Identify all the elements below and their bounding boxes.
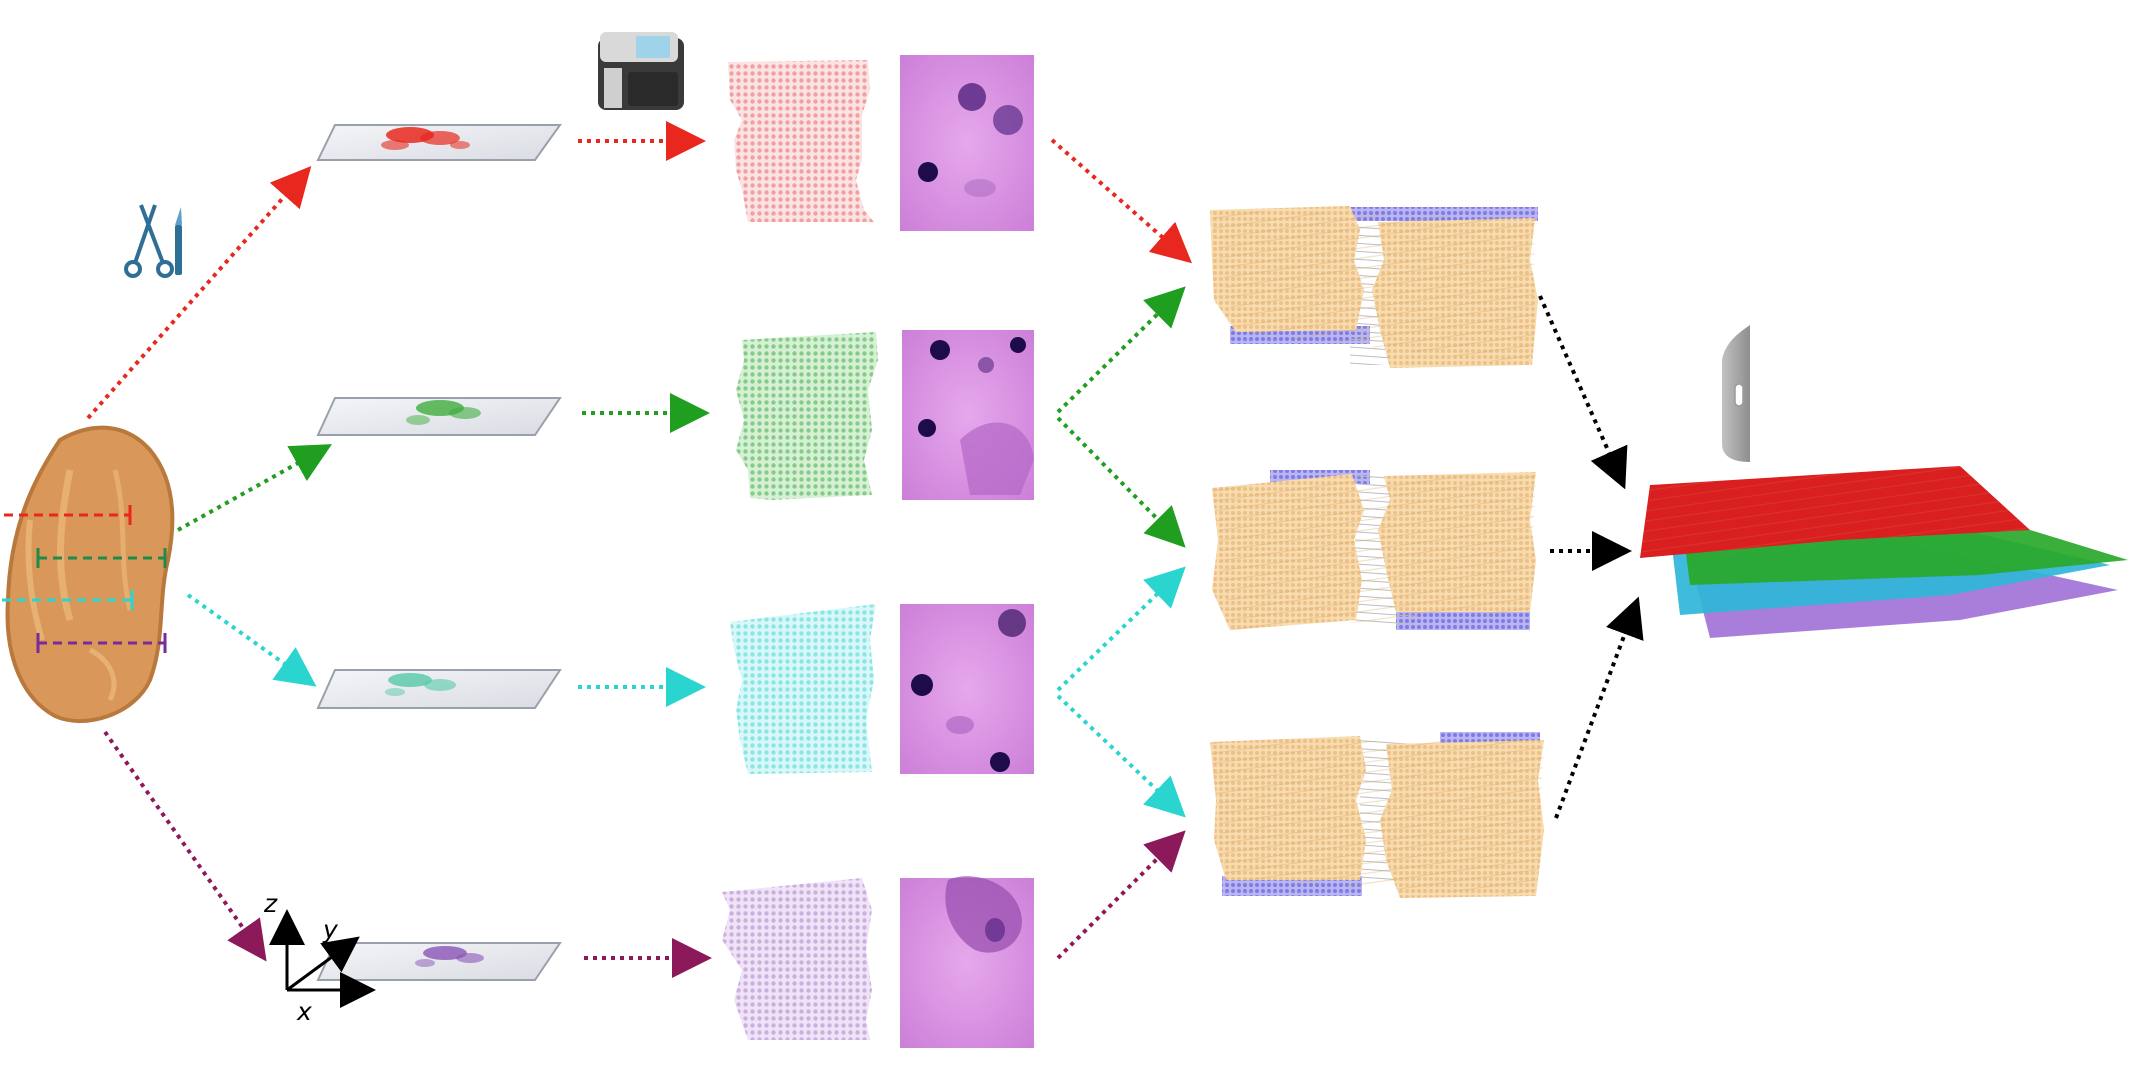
spot-map-green (736, 332, 878, 500)
he-image-3 (900, 604, 1034, 774)
axis-label-y: y (322, 915, 339, 944)
slide-4 (316, 942, 562, 981)
alignment-2-3 (1212, 470, 1536, 630)
spot-map-red (728, 60, 874, 222)
arrow-tissue-to-slide-2 (177, 444, 332, 532)
arrow-cyan-to-align-3 (1056, 694, 1186, 818)
stacked-3d-reconstruction (1640, 466, 2128, 638)
slide-3 (316, 669, 562, 709)
arrow-align-3-to-stack (1554, 596, 1644, 819)
arrow-tissue-to-slide-4 (103, 730, 267, 962)
he-image-2 (902, 330, 1034, 500)
slide-1-tissue (381, 127, 470, 150)
coordinate-axes: z y x (263, 889, 376, 1026)
sequencer-icon (598, 32, 684, 110)
axis-label-z: z (263, 889, 278, 918)
arrow-tissue-to-slide-3 (186, 593, 317, 687)
arrow-tissue-to-slide-1 (86, 166, 312, 420)
scissors-scalpel-icon (124, 204, 182, 278)
arrow-green-to-align-2 (1056, 416, 1186, 548)
arrow-cyan-to-align-2 (1056, 566, 1186, 692)
arrows (86, 121, 1644, 978)
he-image-1 (900, 55, 1034, 231)
arrow-purple-to-align-3 (1056, 830, 1186, 960)
slide-2 (316, 397, 562, 436)
cut-lines (2, 505, 167, 653)
tissue-sample (5, 425, 175, 724)
spot-map-purple (722, 878, 872, 1040)
arrow-align-1-to-stack (1538, 295, 1628, 490)
spot-map-cyan (730, 604, 876, 774)
slide-1 (316, 124, 562, 161)
arrow-red-to-align-1 (1050, 138, 1193, 264)
he-image-4 (900, 876, 1034, 1048)
arrow-green-to-align-1 (1056, 286, 1186, 414)
alignment-3-4 (1210, 732, 1544, 898)
axis-label-x: x (296, 997, 312, 1026)
alignment-1-2 (1210, 206, 1538, 368)
3d-viewer-icon (1722, 325, 1750, 462)
